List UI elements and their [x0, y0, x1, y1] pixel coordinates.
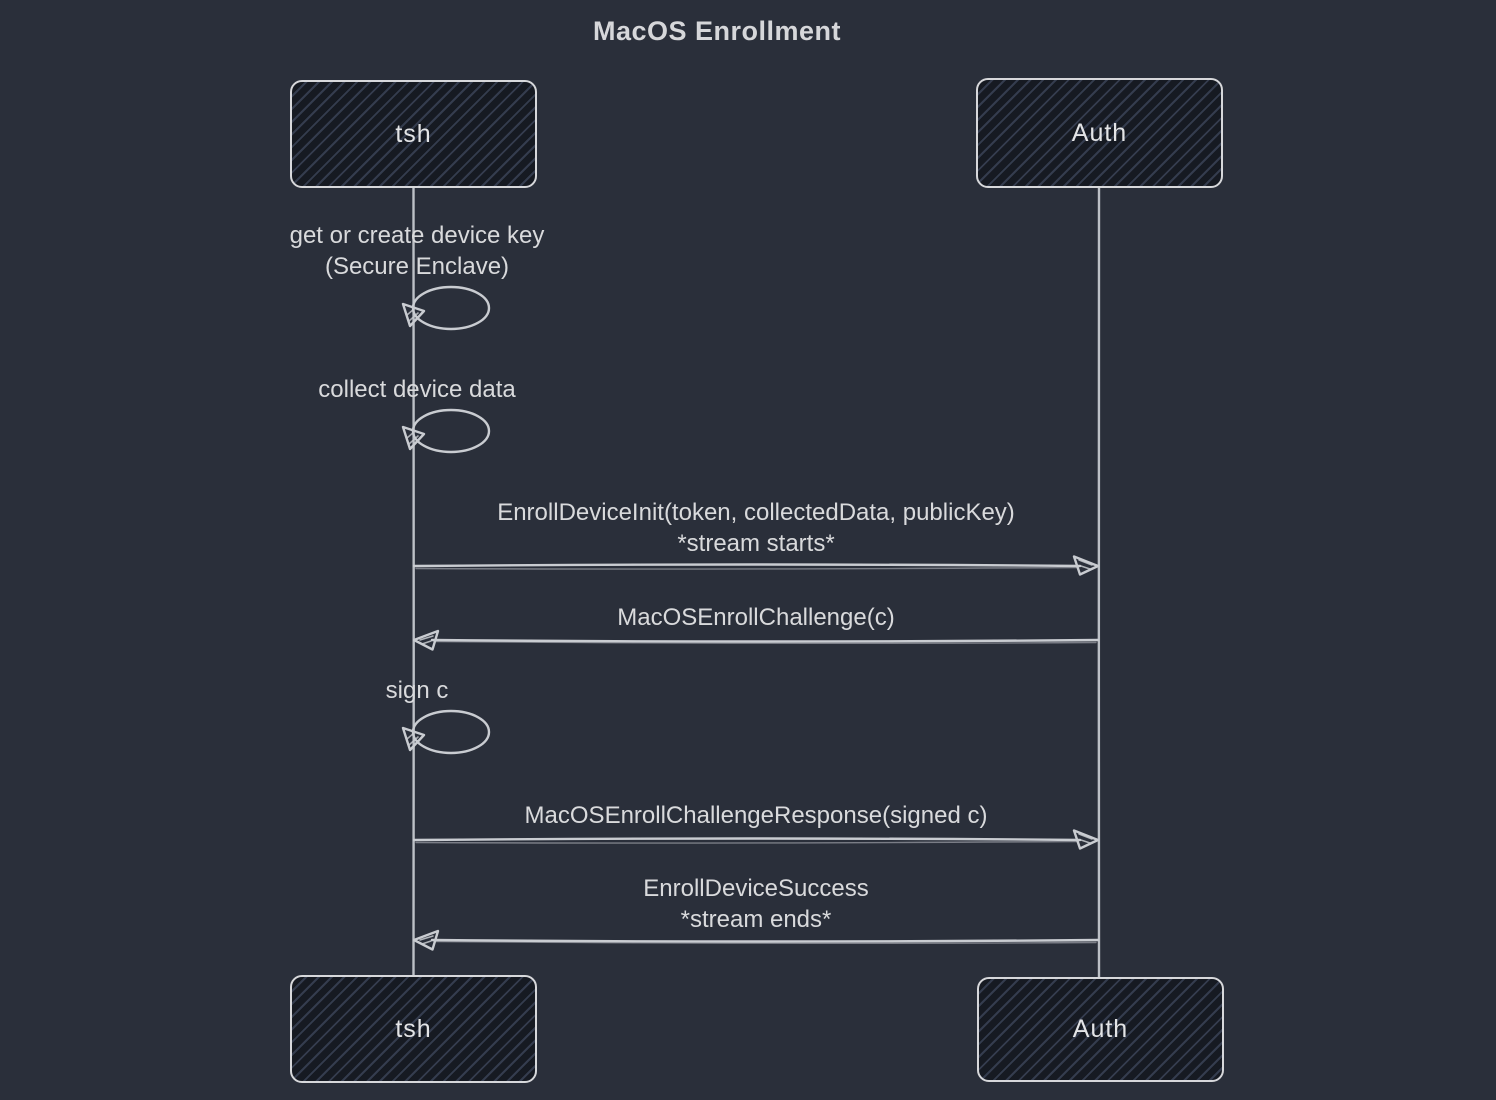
message-label-macos-enroll-challenge: MacOSEnrollChallenge(c) [436, 602, 1076, 633]
diagram-title: MacOS Enrollment [592, 16, 842, 46]
self-loop-device-key [401, 285, 491, 331]
label-line: (Secure Enclave) [324, 253, 510, 280]
label-line: *stream ends* [680, 906, 832, 933]
actor-box-auth-top: Auth [976, 78, 1223, 188]
self-message-label-sign-c: sign c [197, 675, 637, 706]
message-label-enroll-device-init: EnrollDeviceInit(token, collectedData, p… [436, 497, 1076, 559]
actor-label-auth: Auth [1071, 118, 1128, 147]
label-line: *stream starts* [677, 530, 835, 557]
label-line: EnrollDeviceSuccess [643, 875, 869, 902]
self-message-label-device-key: get or create device key (Secure Enclave… [197, 220, 637, 282]
actor-label-tsh: tsh [395, 119, 432, 148]
lifeline-tsh [411, 186, 416, 979]
actor-label-tsh: tsh [395, 1014, 432, 1043]
label-line: get or create device key [289, 222, 545, 249]
actor-box-tsh-bottom: tsh [290, 975, 537, 1083]
label-line: MacOSEnrollChallenge(c) [617, 604, 895, 631]
message-arrow-enroll-device-init [412, 555, 1100, 576]
label-line: EnrollDeviceInit(token, collectedData, p… [497, 499, 1015, 526]
actor-box-auth-bottom: Auth [977, 977, 1224, 1082]
message-label-enroll-device-success: EnrollDeviceSuccess *stream ends* [436, 873, 1076, 935]
actor-label-auth: Auth [1072, 1015, 1129, 1043]
self-loop-collect-data [401, 408, 491, 454]
self-message-label-collect-data: collect device data [197, 374, 637, 405]
message-arrow-challenge-response [412, 829, 1100, 850]
self-loop-sign-c [401, 709, 491, 755]
actor-box-tsh-top: tsh [290, 80, 537, 188]
lifeline-auth [1097, 186, 1101, 981]
message-label-challenge-response: MacOSEnrollChallengeResponse(signed c) [436, 800, 1076, 831]
label-line: collect device data [318, 376, 516, 403]
label-line: MacOSEnrollChallengeResponse(signed c) [524, 802, 988, 829]
message-arrow-enroll-device-success [412, 929, 1100, 951]
label-line: sign c [385, 677, 449, 704]
message-arrow-macos-enroll-challenge [412, 629, 1100, 651]
